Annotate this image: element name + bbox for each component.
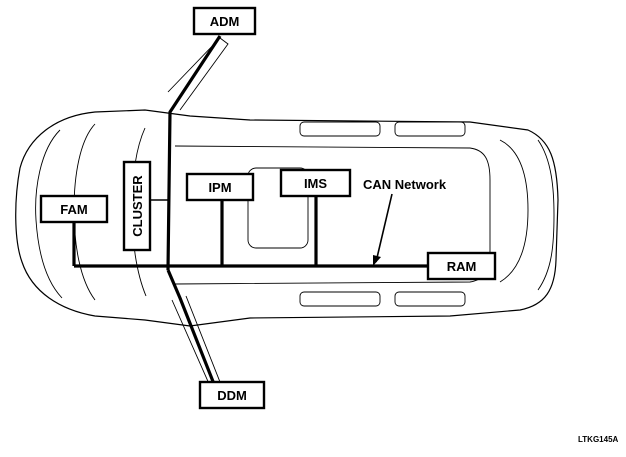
side-window-right <box>394 291 466 307</box>
bus-adm-branch <box>166 35 222 271</box>
module-ims: IMS <box>279 168 352 198</box>
front-door-upper <box>167 37 229 111</box>
side-window-left <box>299 291 381 307</box>
module-adm-label: ADM <box>210 14 240 29</box>
sunroof-right <box>394 121 466 137</box>
vehicle-outline <box>15 37 559 387</box>
module-ddm-label: DDM <box>217 388 247 403</box>
module-ims-label: IMS <box>304 176 327 191</box>
rear-window <box>499 139 529 283</box>
module-ipm: IPM <box>185 172 255 202</box>
module-ram-label: RAM <box>447 259 477 274</box>
rear-bumper <box>537 139 555 291</box>
module-ddm: DDM <box>198 380 266 410</box>
figure-code: LTKG145A <box>578 435 619 444</box>
sunroof-left <box>299 121 381 137</box>
module-adm: ADM <box>192 6 257 36</box>
windshield <box>35 129 63 299</box>
can-network-label: CAN Network <box>363 177 447 192</box>
module-fam-label: FAM <box>60 202 87 217</box>
module-cluster: CLUSTER <box>122 160 152 252</box>
module-ipm-label: IPM <box>208 180 231 195</box>
bus-ddm-branch <box>166 269 216 385</box>
network-leader-arrow <box>373 255 381 266</box>
vehicle-body <box>15 109 559 327</box>
can-bus <box>72 35 432 385</box>
module-ram: RAM <box>426 251 497 281</box>
console <box>247 167 309 249</box>
network-leader-line <box>375 193 393 263</box>
module-fam: FAM <box>39 194 109 224</box>
module-cluster-label: CLUSTER <box>130 175 145 237</box>
